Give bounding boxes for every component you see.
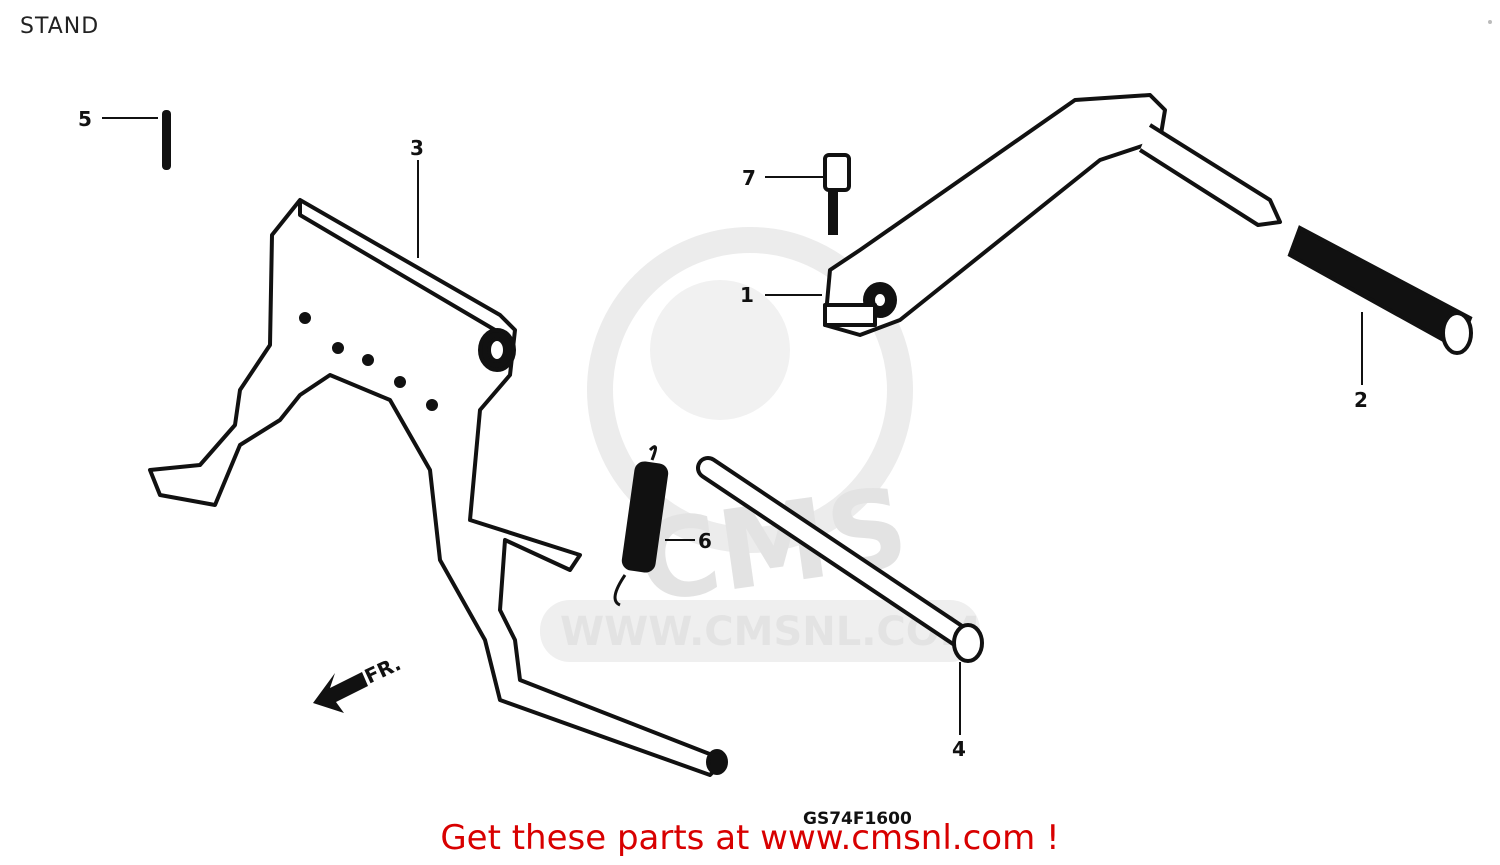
callout-7: 7 [742, 166, 756, 190]
front-direction-label: FR. [361, 651, 405, 688]
callout-1: 1 [740, 283, 754, 307]
part-7-bolt [765, 153, 851, 235]
callout-2: 2 [1354, 388, 1368, 412]
callout-4: 4 [952, 737, 966, 761]
page-title: STAND [20, 14, 100, 39]
part-5-bolt [102, 110, 171, 170]
front-direction-arrow: FR. [313, 651, 405, 713]
part-6-spring [613, 445, 695, 607]
part-4-shaft [696, 456, 984, 735]
promo-text[interactable]: Get these parts at www.cmsnl.com ! [440, 818, 1060, 858]
part-1-kick-arm [765, 93, 1282, 337]
part-3-main-stand [148, 198, 728, 777]
callout-5: 5 [78, 107, 92, 131]
callout-6: 6 [698, 529, 712, 553]
part-2-grip [1287, 225, 1473, 385]
watermark: CMS WWW.CMSNL.COM [540, 227, 980, 662]
drawing-code: GS74F1600 [803, 809, 912, 829]
callout-3: 3 [410, 136, 424, 160]
corner-dot [1488, 20, 1492, 24]
